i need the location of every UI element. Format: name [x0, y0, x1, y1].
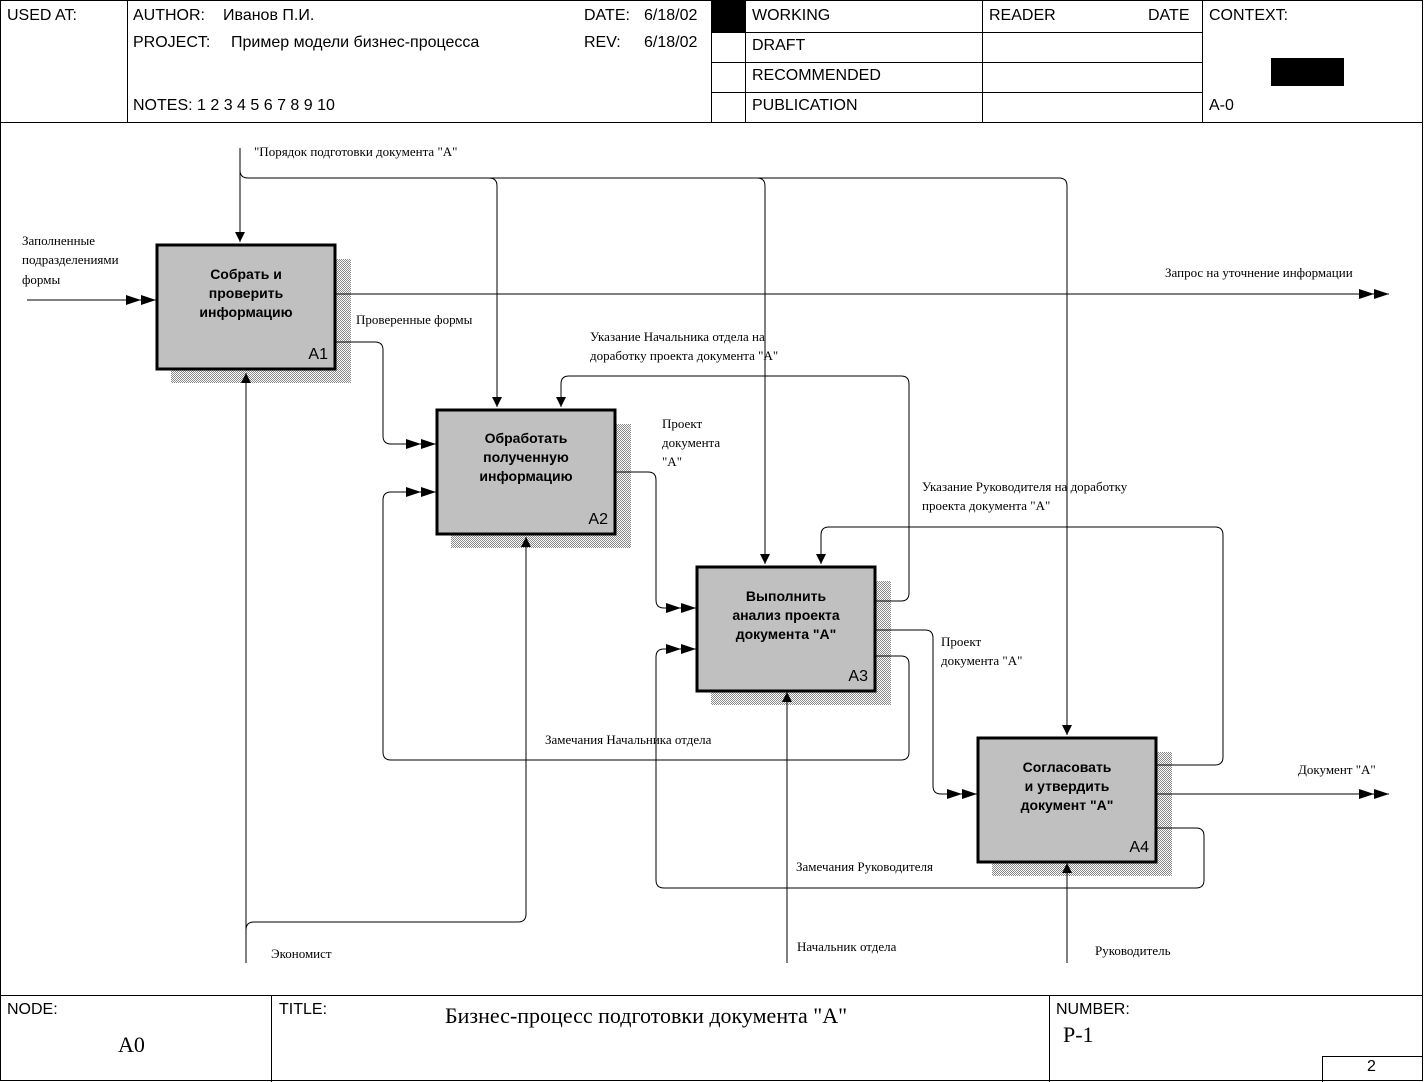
- box-a2-line3: информацию: [479, 468, 572, 484]
- used-at-label: USED AT:: [7, 7, 77, 24]
- date-value: 6/18/02: [644, 7, 698, 24]
- input-forms-label-1: Заполненные: [22, 233, 96, 248]
- head-dept-instruction-label-1: Указание Начальника отдела на: [590, 329, 765, 344]
- footer-grid: [0, 995, 1423, 1082]
- box-a1-line2: проверить: [209, 285, 284, 301]
- box-a4: [976, 736, 1158, 864]
- box-a3-line1: Выполнить: [746, 588, 827, 604]
- control-label: "Порядок подготовки документа "А": [254, 144, 458, 159]
- project-label: PROJECT:: [133, 34, 211, 51]
- working-status-marker: [712, 1, 745, 32]
- date-label: DATE:: [584, 7, 630, 24]
- director-label: Руководитель: [1095, 943, 1171, 958]
- author-label: AUTHOR:: [133, 7, 205, 24]
- box-a2-line1: Обработать: [485, 430, 568, 446]
- box-a1-number: A1: [308, 346, 328, 363]
- status-draft: DRAFT: [752, 37, 806, 54]
- status-publication: PUBLICATION: [752, 97, 858, 114]
- diagram-title: Бизнес-процесс подготовки документа "А": [445, 1003, 848, 1028]
- input-forms-label-3: формы: [22, 272, 61, 287]
- draft-a3-label-1: Проект: [941, 634, 982, 649]
- box-a3-line3: документа "А": [736, 626, 837, 642]
- draft-a3-label-2: документа "А": [941, 653, 1023, 668]
- author-value: Иванов П.И.: [223, 7, 315, 24]
- draft-a2-label-3: "А": [662, 454, 683, 469]
- box-a1: [155, 243, 337, 371]
- director-instruction-arrow: [816, 526, 1224, 766]
- box-a4-line1: Согласовать: [1023, 759, 1112, 775]
- box-a4-number: A4: [1129, 839, 1149, 856]
- draft-a3-arrow: [876, 629, 977, 799]
- input-forms-label-2: подразделениями: [22, 252, 119, 267]
- checked-forms-arrow: [336, 341, 436, 449]
- economist-arrow-a2: [245, 537, 531, 931]
- notes-line: NOTES: 1 2 3 4 5 6 7 8 9 10: [133, 97, 335, 114]
- box-a2-line2: полученную: [483, 449, 569, 465]
- draft-a2-label-2: документа: [662, 435, 721, 450]
- rev-value: 6/18/02: [644, 34, 698, 51]
- box-a3-number: A3: [848, 668, 868, 685]
- title-label: TITLE:: [279, 1001, 328, 1018]
- reader-date-label: DATE: [1148, 7, 1190, 24]
- number-label: NUMBER:: [1056, 1001, 1130, 1018]
- context-node: A-0: [1209, 97, 1234, 114]
- status-recommended: RECOMMENDED: [752, 67, 881, 84]
- header-grid: [0, 0, 1423, 123]
- project-value: Пример модели бизнес-процесса: [231, 34, 480, 51]
- director-instruction-label-2: проекта документа "А": [922, 498, 1051, 513]
- box-a3-line2: анализ проекта: [732, 607, 840, 623]
- control-arrow-a4: [757, 177, 1072, 735]
- page-number: 2: [1367, 1058, 1376, 1075]
- request-label: Запрос на уточнение информации: [1165, 265, 1353, 280]
- number-value: P-1: [1063, 1022, 1094, 1047]
- director-instruction-label-1: Указание Руководителя на доработку: [922, 479, 1128, 494]
- head-dept-remarks-arrow: [382, 487, 910, 761]
- box-numbers: A1 A2 A3 A4: [308, 346, 1149, 856]
- activity-boxes: [155, 243, 1158, 864]
- node-label: NODE:: [7, 1001, 58, 1018]
- rev-label: REV:: [584, 34, 621, 51]
- head-dept-instruction-arrow: [556, 375, 910, 602]
- box-texts: Собрать и проверить информацию Обработат…: [199, 266, 1113, 813]
- arrows: [27, 148, 1389, 963]
- status-working: WORKING: [752, 7, 831, 24]
- checked-forms-label: Проверенные формы: [356, 312, 473, 327]
- head-dept-instruction-label-2: доработку проекта документа "А": [590, 348, 779, 363]
- head-dept-remarks-label: Замечания Начальника отдела: [545, 732, 712, 747]
- box-a2: [435, 408, 617, 536]
- context-thumbnail: [1271, 58, 1344, 86]
- document-out-label: Документ "А": [1298, 762, 1376, 777]
- box-a4-line2: и утвердить: [1025, 778, 1110, 794]
- box-a1-line3: информацию: [199, 304, 292, 320]
- box-a2-number: A2: [588, 511, 608, 528]
- context-label: CONTEXT:: [1209, 7, 1289, 24]
- draft-a2-arrow: [616, 471, 696, 613]
- draft-a2-label-1: Проект: [662, 416, 703, 431]
- director-remarks-arrow: [655, 644, 1205, 889]
- reader-label: READER: [989, 7, 1056, 24]
- box-a4-line3: документ "А": [1021, 797, 1114, 813]
- box-a3: [695, 565, 877, 693]
- head-dept-label: Начальник отдела: [797, 939, 897, 954]
- node-value: A0: [118, 1032, 145, 1057]
- box-a1-line1: Собрать и: [210, 266, 282, 282]
- director-remarks-label: Замечания Руководителя: [796, 859, 933, 874]
- economist-label: Экономист: [271, 946, 332, 961]
